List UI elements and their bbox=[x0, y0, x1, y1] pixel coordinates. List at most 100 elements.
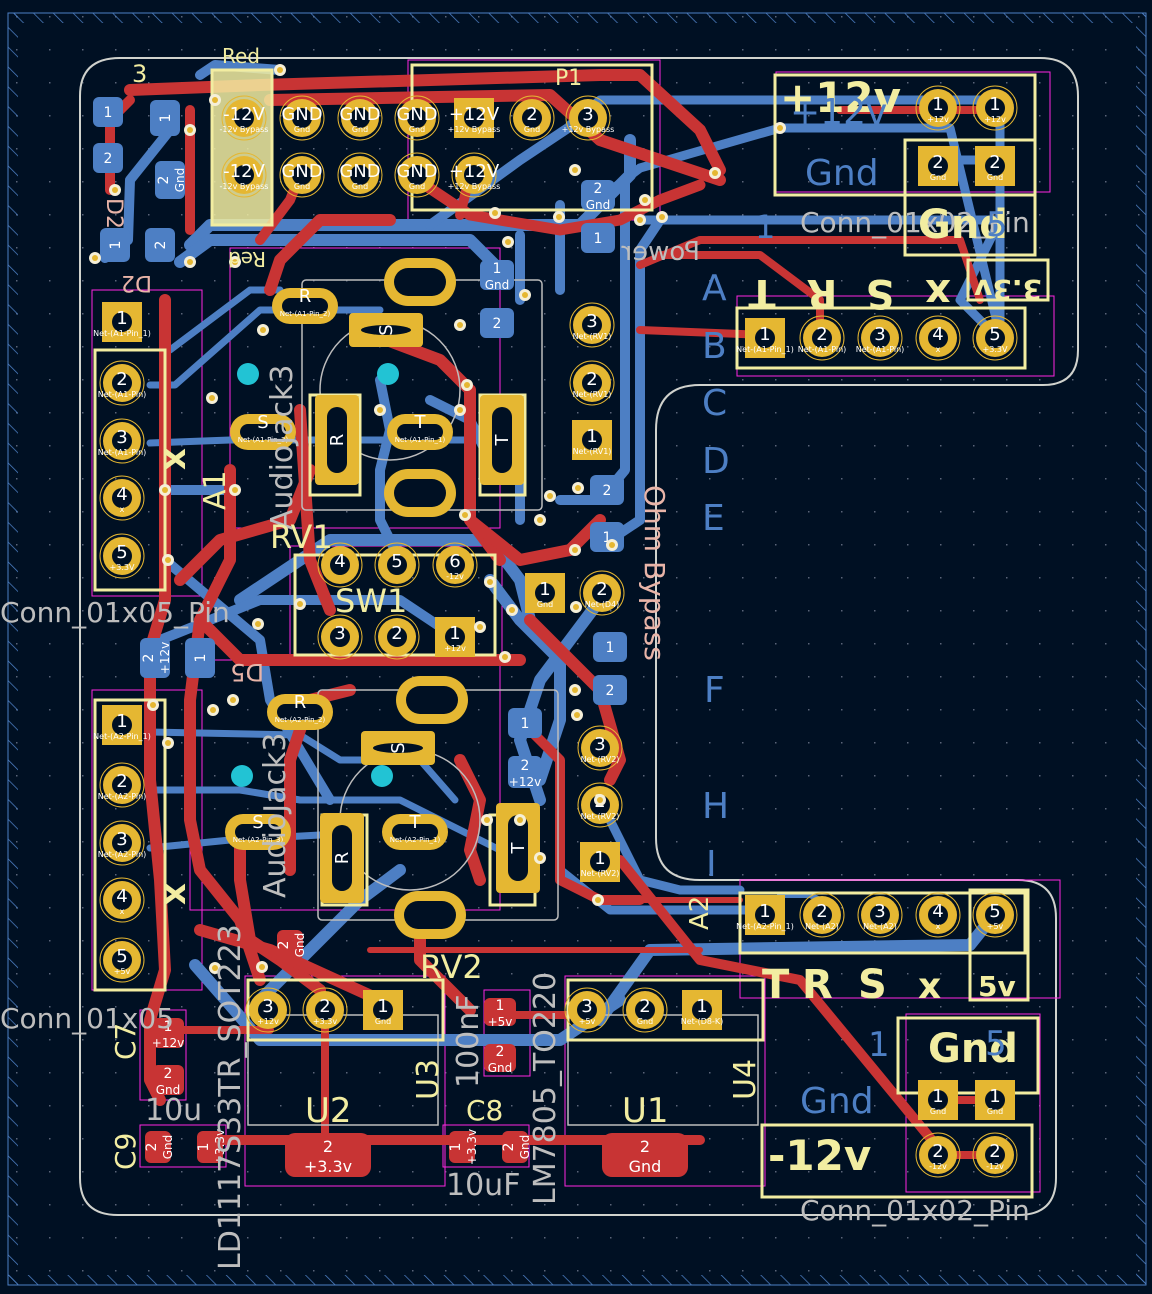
bypass-b-pad-1[interactable]: 1 bbox=[593, 632, 627, 662]
sw1-pin-2[interactable]: 2 bbox=[374, 614, 420, 660]
h5-pin-5[interactable]: 5+5v bbox=[972, 892, 1018, 938]
jtop-pin-2[interactable]: -12V-12v Bypass bbox=[220, 152, 269, 198]
a2-pin-5[interactable]: 5+5v bbox=[99, 937, 145, 983]
c6-pad-1[interactable]: 1+5v bbox=[484, 998, 516, 1029]
sw1-pin-1[interactable]: 1+12v bbox=[435, 617, 475, 657]
a1-pin-4[interactable]: 4x bbox=[99, 475, 145, 521]
j12v-pin-1a[interactable]: 1+12v bbox=[915, 85, 961, 131]
jtop-pin-1[interactable]: -12V-12v Bypass bbox=[220, 95, 269, 141]
d2-pad-1[interactable]: 1 bbox=[100, 228, 130, 262]
aj2-sleeve-bottom[interactable] bbox=[394, 891, 466, 939]
jm12-pin-2b[interactable]: 2-12v bbox=[972, 1132, 1018, 1178]
u3-pin-3[interactable]: 3+12v bbox=[245, 987, 291, 1033]
aj2-sleeve-top[interactable] bbox=[396, 676, 468, 724]
cap-low-pad-2[interactable]: 2+12v bbox=[508, 756, 542, 789]
p1-pin-12v-b[interactable]: +12V+12v Bypass bbox=[448, 152, 501, 198]
aj2-pad-T2[interactable]: T bbox=[496, 803, 540, 893]
aj1-pad-S[interactable]: S bbox=[349, 313, 423, 347]
d3-pad-1[interactable]: 1 bbox=[150, 100, 180, 136]
sw1-pin-3[interactable]: 3 bbox=[317, 614, 363, 660]
bypass-b-pad-2[interactable]: 2 bbox=[593, 675, 627, 705]
d1-pad-1[interactable]: 1 bbox=[93, 97, 123, 127]
aj1-sleeve-bottom[interactable] bbox=[384, 469, 456, 517]
aj2-pad-R2[interactable]: R bbox=[320, 813, 364, 903]
aj2-pad-S[interactable]: S bbox=[361, 731, 435, 765]
h5-pin-4[interactable]: 4x bbox=[915, 892, 961, 938]
d1-pad-2[interactable]: 2 bbox=[93, 143, 123, 173]
bypass-top-pad-1[interactable]: 1 bbox=[581, 223, 615, 253]
p1-pin-3[interactable]: 3+12v Bypass bbox=[562, 95, 615, 141]
cap-low-pad-1[interactable]: 1 bbox=[508, 708, 542, 738]
c9-pad-1[interactable]: 1+3.3v bbox=[196, 1129, 227, 1165]
c7-pad-1[interactable]: 1+12v bbox=[152, 1018, 184, 1050]
aj1-pad-T2[interactable]: T bbox=[480, 395, 524, 485]
d2-pad-2[interactable]: 2 bbox=[145, 228, 175, 262]
u3-pin-2[interactable]: 2+3.3v bbox=[302, 987, 348, 1033]
sw1-pin-4[interactable]: 4 bbox=[317, 542, 363, 588]
h33-pin-4[interactable]: 4x bbox=[915, 315, 961, 361]
bypass-a-pad-2[interactable]: 2 bbox=[590, 475, 624, 505]
d5-pad-2[interactable]: 2+12v bbox=[140, 638, 172, 678]
c8-pad-1[interactable]: 1+3.3v bbox=[448, 1129, 479, 1165]
sw1-pin-6[interactable]: 6-12v bbox=[432, 542, 478, 588]
u4-pin-3[interactable]: 3+5v bbox=[564, 987, 610, 1033]
a1-pin-5[interactable]: 5+3.3V bbox=[99, 533, 145, 579]
jm12-pin-2a[interactable]: 2-12v bbox=[915, 1132, 961, 1178]
h33-pin-5[interactable]: 5+3.3V bbox=[972, 315, 1018, 361]
u3-tab-pad[interactable]: 2+3.3v bbox=[285, 1133, 371, 1177]
cap-mid-pad-2[interactable]: 2 bbox=[480, 308, 514, 338]
p1-pin-12v[interactable]: +12V+12v Bypass bbox=[448, 98, 501, 138]
aj1-pad-R2[interactable]: R bbox=[315, 395, 359, 485]
a2-pin-4[interactable]: 4x bbox=[99, 877, 145, 923]
sw1-pin-5[interactable]: 5 bbox=[374, 542, 420, 588]
